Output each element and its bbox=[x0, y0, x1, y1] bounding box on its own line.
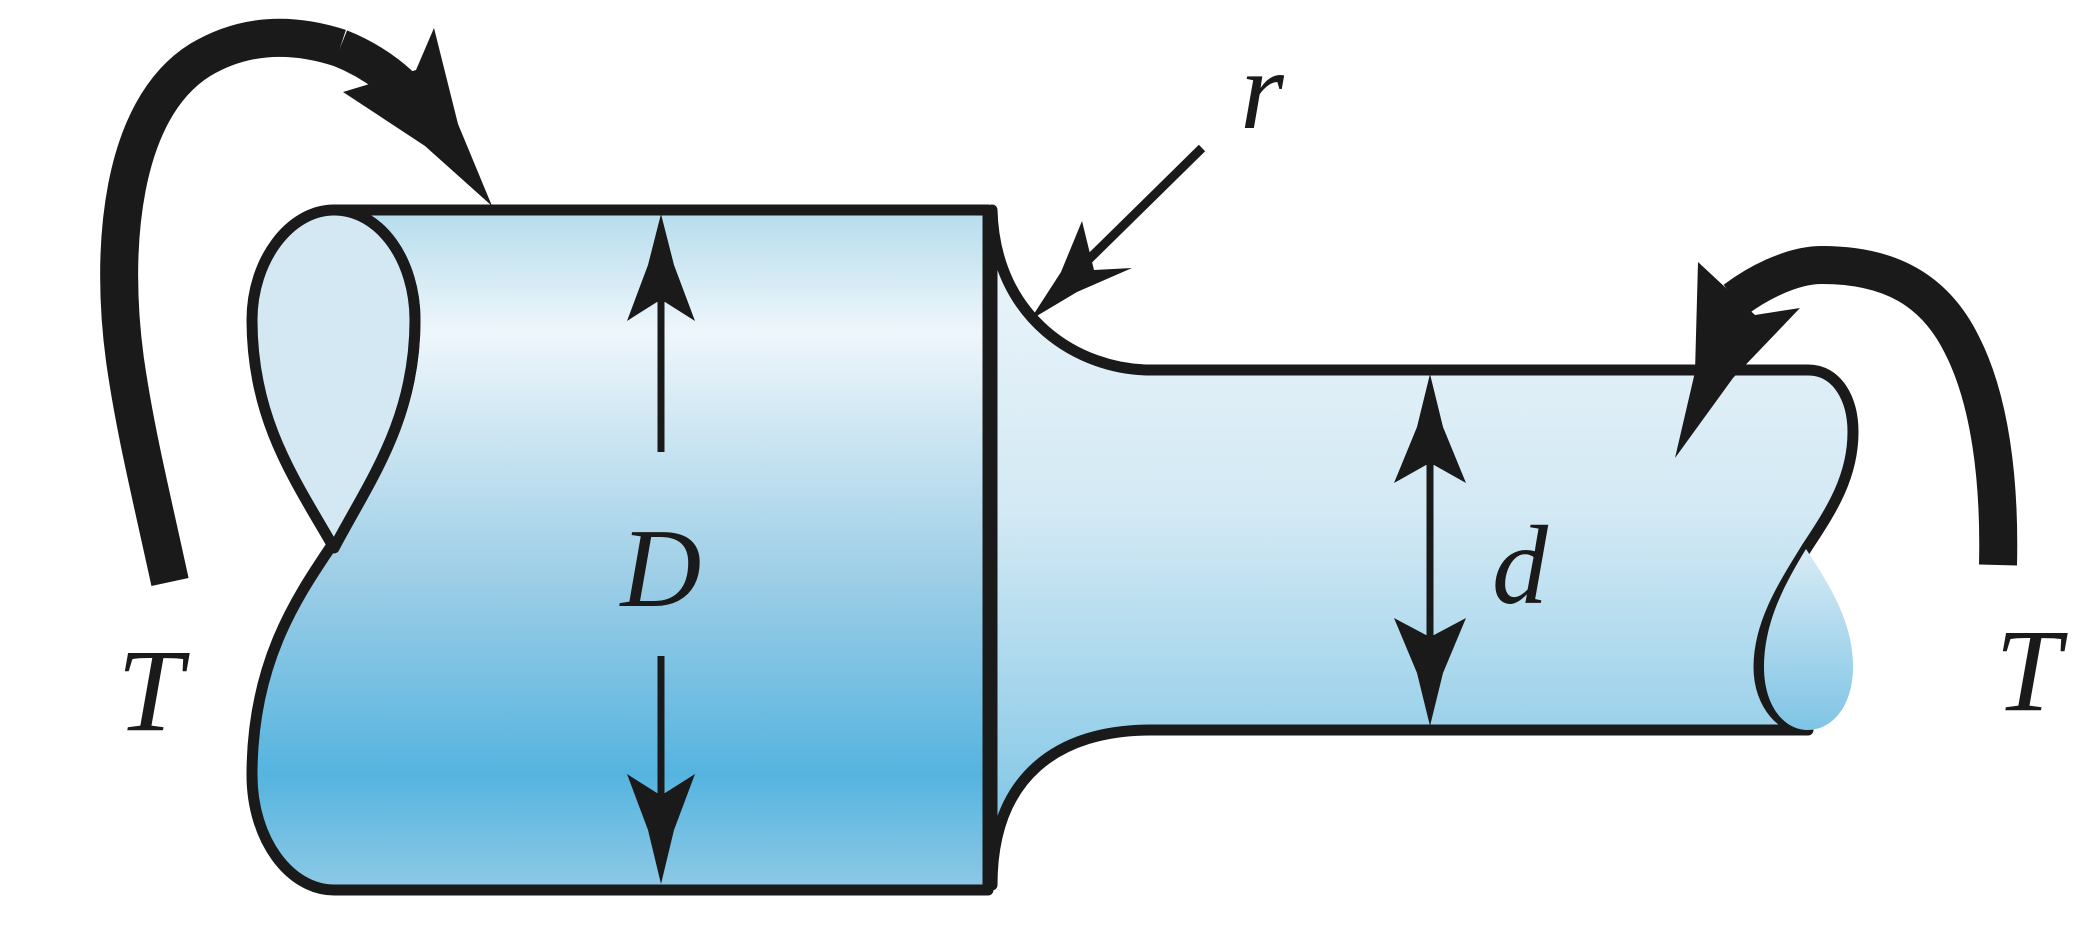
label-r: r bbox=[1240, 29, 1284, 153]
dimension-d: d bbox=[1394, 374, 1549, 726]
small-shaft-end-face bbox=[1764, 549, 1853, 730]
large-shaft-end-face bbox=[246, 204, 421, 554]
label-D: D bbox=[619, 507, 702, 631]
torque-arrow-left: T bbox=[100, 18, 492, 756]
dimension-D: D bbox=[619, 214, 702, 884]
torque-arrow-right: T bbox=[1675, 245, 2068, 736]
label-T-right: T bbox=[1995, 605, 2068, 736]
label-d: d bbox=[1492, 504, 1549, 628]
fillet-radius-indicator: r bbox=[1030, 29, 1284, 320]
label-T-left: T bbox=[117, 625, 190, 756]
